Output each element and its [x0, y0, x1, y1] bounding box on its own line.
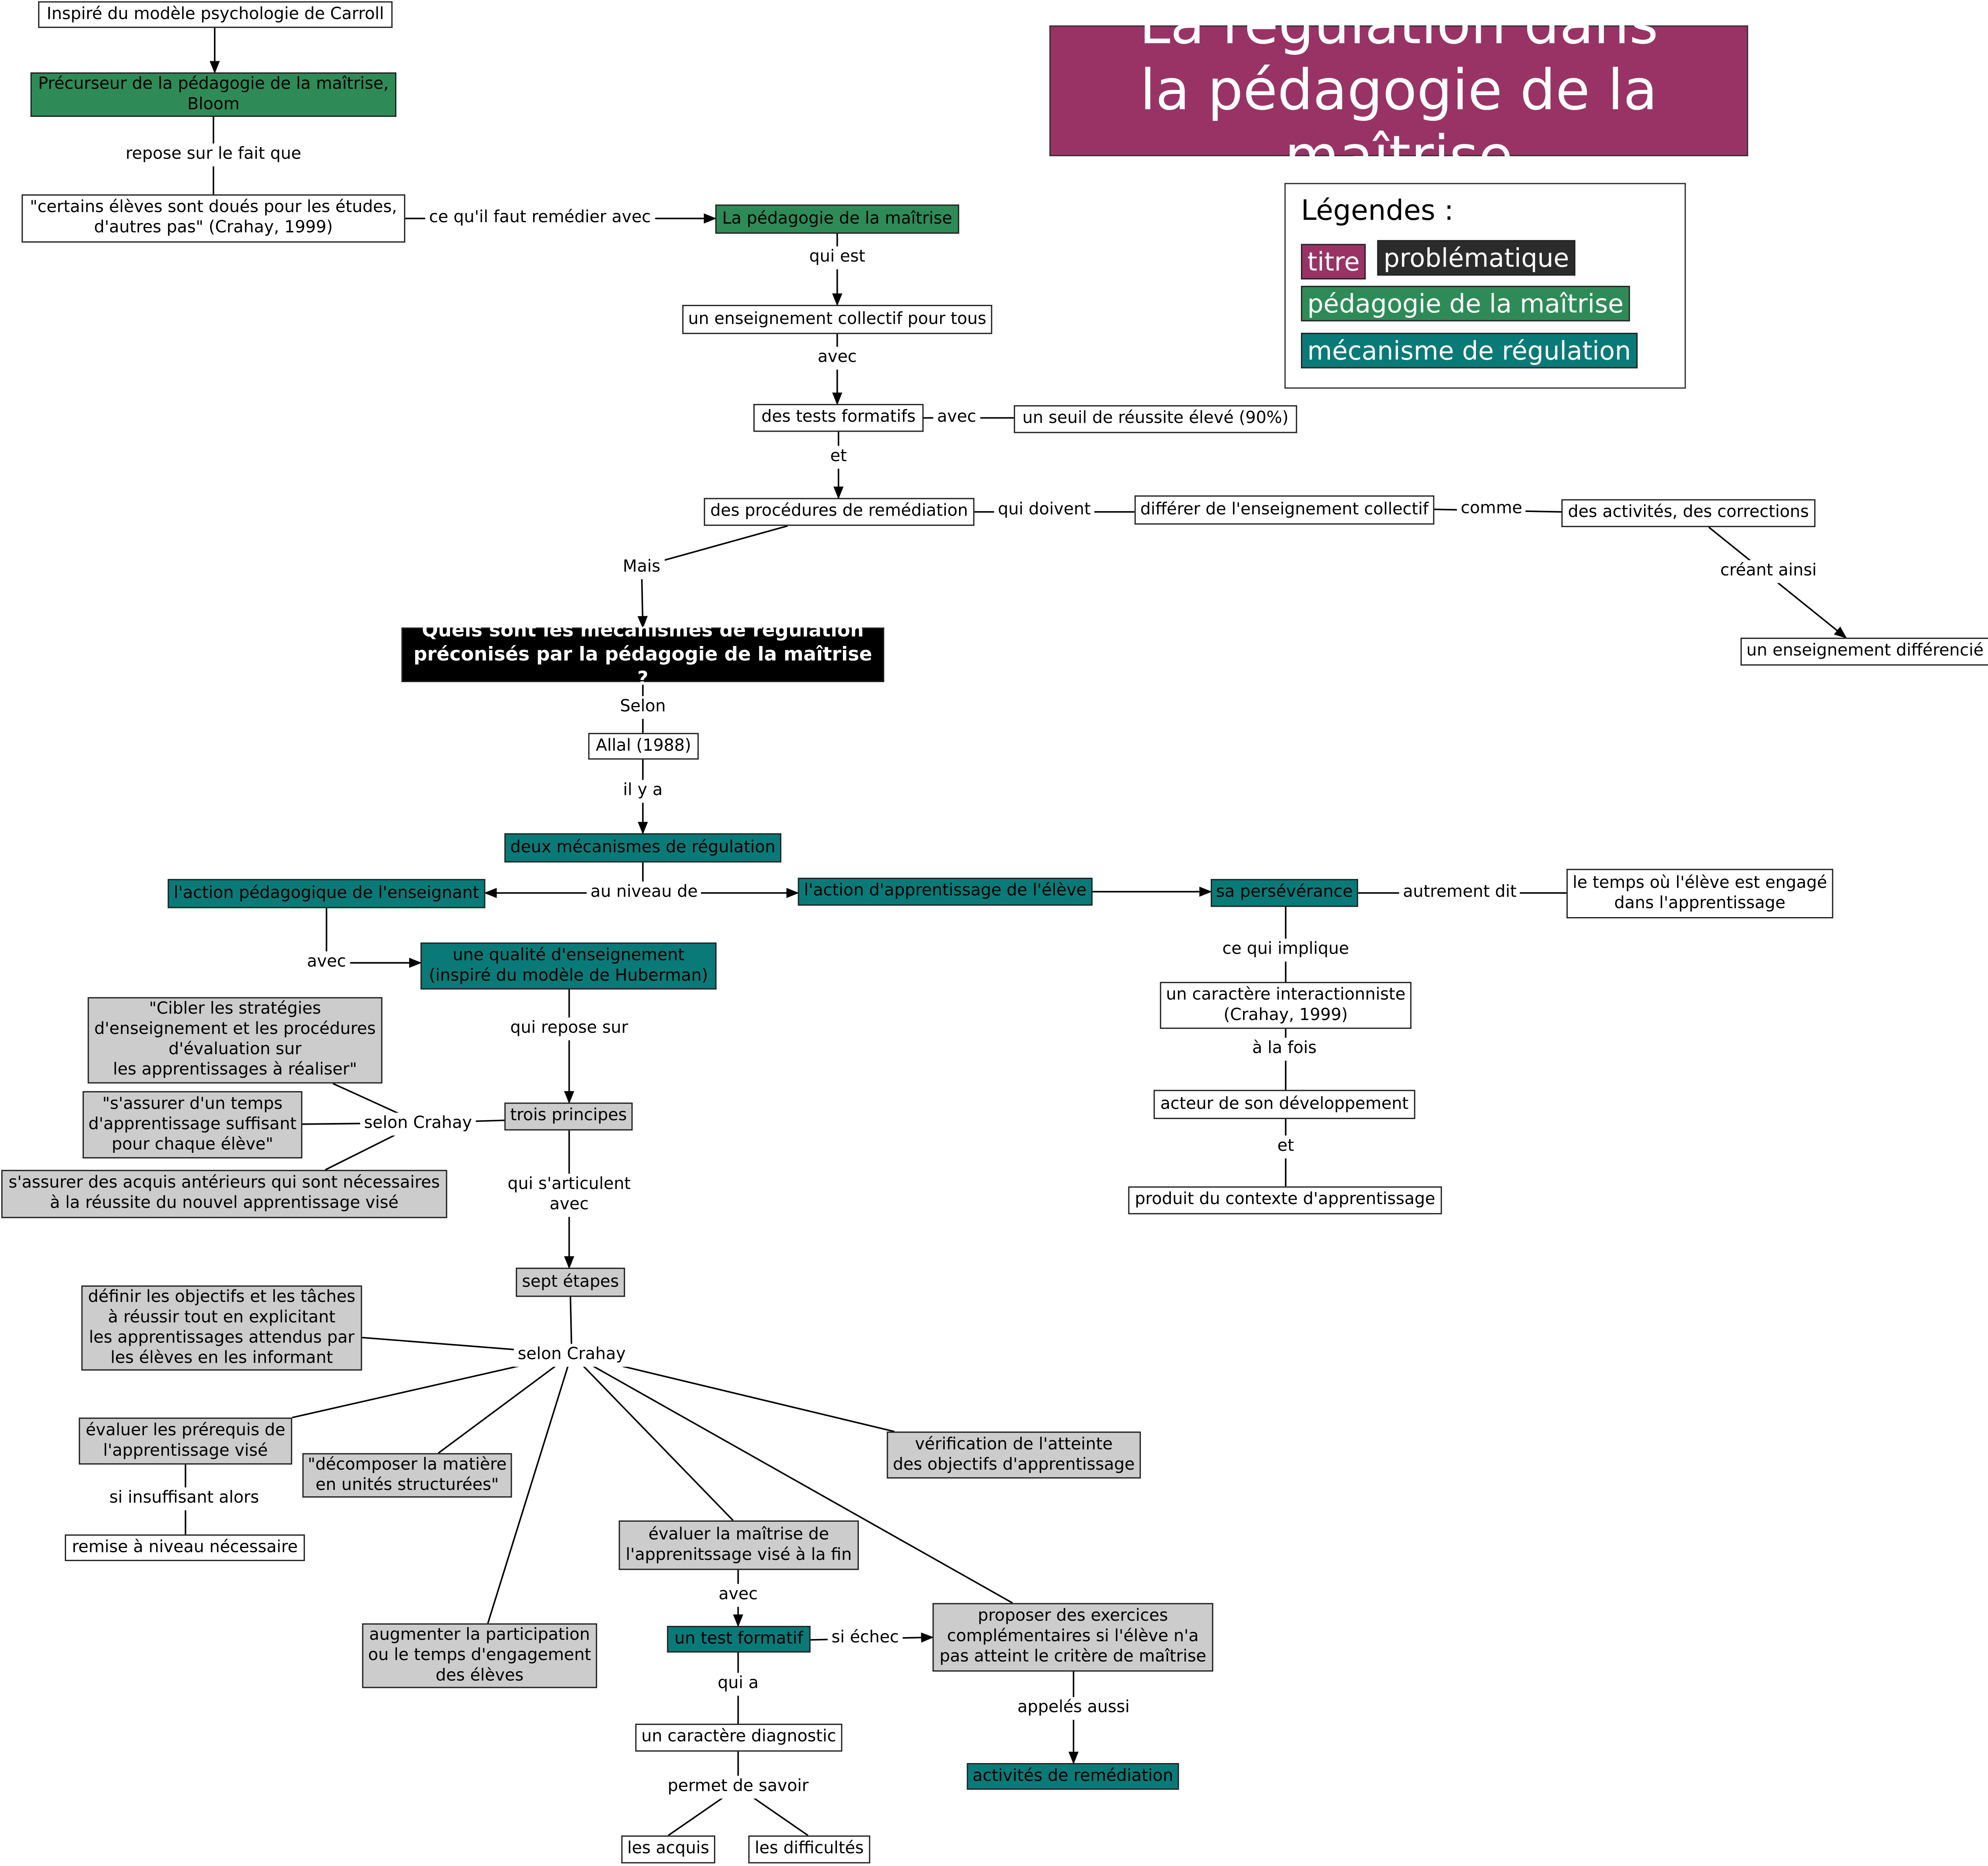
node-tests-formatifs: des tests formatifs — [753, 404, 924, 432]
node-deux-mecanismes: deux mécanismes de régulation — [504, 833, 782, 863]
node-enseignement-differencie: un enseignement différencié — [1740, 638, 1988, 666]
node-produit-contexte: produit du contexte d'apprentissage — [1128, 1186, 1442, 1214]
node-acteur-developpement: acteur de son développement — [1153, 1090, 1415, 1119]
node-evaluer-prerequis: évaluer les prérequis de l'apprentissage… — [79, 1417, 292, 1465]
legend-item-titre: titre — [1301, 244, 1366, 279]
connector — [571, 1353, 1013, 1604]
link-label: créant ainsi — [1716, 560, 1821, 583]
link-label: autrement dit — [1399, 881, 1520, 905]
connector — [438, 1353, 573, 1454]
link-label: avec — [933, 406, 980, 430]
node-seuil-reussite: un seuil de réussite élevé (90%) — [1013, 405, 1297, 433]
node-differer: différer de l'enseignement collectif — [1134, 495, 1435, 525]
node-activites-corrections: des activités, des corrections — [1561, 499, 1816, 528]
node-augmenter-participation: augmenter la participation ou le temps d… — [362, 1623, 597, 1688]
node-definir-objectifs: définir les objectifs et les tâches à ré… — [81, 1285, 362, 1371]
legend-heading: Légendes : — [1301, 196, 1454, 227]
connector — [487, 1354, 573, 1624]
link-label: Mais — [619, 556, 664, 580]
node-activites-remediation: activités de remédiation — [967, 1763, 1179, 1790]
link-label: à la fois — [1248, 1038, 1321, 1061]
link-label: il y a — [619, 780, 667, 803]
node-les-difficultes: les difficultés — [748, 1835, 870, 1864]
legend-item-mecanisme: mécanisme de régulation — [1301, 333, 1638, 369]
node-test-formatif: un test formatif — [667, 1625, 811, 1653]
link-label: selon Crahay — [360, 1113, 476, 1136]
link-label: si insuffisant alors — [105, 1487, 263, 1511]
node-trois-principes: trois principes — [504, 1102, 633, 1131]
link-label: qui s'articulent avec — [504, 1174, 635, 1217]
link-label: qui repose sur — [506, 1017, 632, 1040]
link-label: et — [826, 446, 851, 469]
node-procedures-remediation: des procédures de remédiation — [704, 498, 975, 526]
legend-item-problematique: problématique — [1377, 240, 1576, 276]
link-label: comme — [1457, 498, 1526, 521]
node-caractere-interactionniste: un caractère interactionniste (Crahay, 1… — [1160, 981, 1411, 1029]
node-bloom: Précurseur de la pédagogie de la maîtris… — [30, 72, 396, 117]
node-question: Quels sont les mécanismes de régulation … — [401, 619, 884, 690]
link-label: appelés aussi — [1013, 1697, 1134, 1720]
link-label: avec — [813, 347, 861, 370]
node-citation-doues: "certains élèves sont doués pour les étu… — [21, 194, 406, 243]
node-pedagogie-maitrise: La pédagogie de la maîtrise — [715, 204, 959, 234]
link-label: ce qui implique — [1218, 939, 1353, 962]
link-label: permet de savoir — [664, 1776, 813, 1799]
node-carroll: Inspiré du modèle psychologie de Carroll — [38, 1, 393, 28]
link-label: Selon — [616, 696, 670, 719]
node-temps-engage: le temps où l'élève est engagé dans l'ap… — [1566, 869, 1833, 919]
connector — [571, 1353, 734, 1521]
legend-item-pedagogie: pédagogie de la maîtrise — [1301, 285, 1630, 322]
node-verification-atteinte: vérification de l'atteinte des objectifs… — [887, 1432, 1141, 1479]
node-remise-niveau: remise à niveau nécessaire — [64, 1534, 305, 1561]
node-action-eleve: l'action d'apprentissage de l'élève — [798, 877, 1093, 906]
node-qualite-enseignement: une qualité d'enseignement (inspiré du m… — [420, 942, 717, 990]
node-exercices-complementaires: proposer des exercices complémentaires s… — [932, 1603, 1213, 1672]
link-label: ce qu'il faut remédier avec — [425, 207, 655, 230]
link-label: avec — [303, 951, 350, 974]
node-decomposer-matiere: "décomposer la matière en unités structu… — [302, 1453, 512, 1498]
node-sept-etapes: sept étapes — [516, 1267, 625, 1297]
node-acquis-anterieurs: s'assurer des acquis antérieurs qui sont… — [1, 1170, 447, 1218]
node-cibler-strategies: "Cibler les stratégies d'enseignement et… — [87, 997, 382, 1084]
link-label: qui a — [714, 1673, 763, 1696]
link-label: repose sur le fait que — [122, 144, 305, 167]
link-label: qui est — [805, 246, 869, 270]
link-label: et — [1274, 1135, 1298, 1159]
node-enseignement-collectif: un enseignement collectif pour tous — [682, 305, 992, 334]
link-label: si échec — [827, 1627, 903, 1650]
connector — [571, 1353, 895, 1432]
node-evaluer-maitrise: évaluer la maîtrise de l'apprenitssage v… — [619, 1520, 859, 1570]
node-allal: Allal (1988) — [588, 733, 699, 760]
link-label: qui doivent — [994, 499, 1095, 522]
map-title: La régulation dans la pédagogie de la ma… — [1049, 0, 1748, 188]
node-action-enseignant: l'action pédagogique de l'enseignant — [167, 879, 485, 908]
legend-box: Légendes : titre problématique pédagogie… — [1284, 183, 1686, 389]
node-caractere-diagnostic: un caractère diagnostic — [635, 1723, 843, 1752]
link-label: au niveau de — [586, 881, 702, 905]
node-perseverance: sa persévérance — [1211, 879, 1358, 907]
link-label: selon Crahay — [514, 1344, 630, 1367]
node-les-acquis: les acquis — [621, 1835, 715, 1864]
link-label: avec — [714, 1584, 762, 1607]
node-temps-suffisant: "s'assurer d'un temps d'apprentissage su… — [82, 1091, 303, 1159]
